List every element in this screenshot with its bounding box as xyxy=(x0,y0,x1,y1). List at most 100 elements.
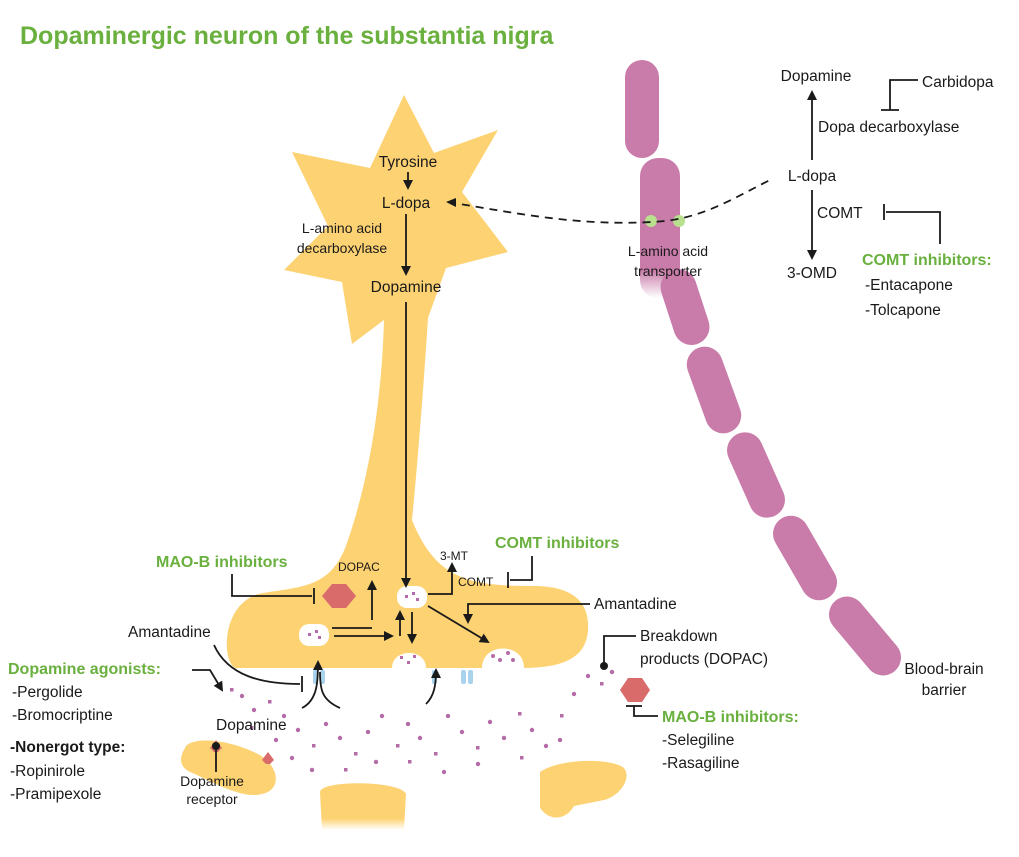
arrow xyxy=(427,605,490,644)
dopamine-molecule xyxy=(405,721,411,727)
mao-b-inhibitors-title: MAO-B inhibitors: xyxy=(662,709,799,726)
transporter-label: transporter xyxy=(634,263,702,279)
transporter-marker xyxy=(673,215,685,227)
inhibition-line xyxy=(510,556,533,581)
dopamine-agonists-title: Dopamine agonists: xyxy=(8,661,161,678)
dopa-decarboxylase-label: Dopa decarboxylase xyxy=(818,119,959,136)
ldopa-label: L-dopa xyxy=(382,195,431,212)
amantadine-label: Amantadine xyxy=(128,624,211,641)
mao-b-inhibitor-item: -Rasagiline xyxy=(662,755,740,772)
dopamine-molecule xyxy=(273,737,279,743)
dopamine-molecule xyxy=(379,713,385,719)
arrow xyxy=(428,568,453,595)
vesicle xyxy=(299,624,329,646)
vesicle-fusing xyxy=(482,648,524,668)
arrow xyxy=(467,603,590,618)
dopamine-molecule xyxy=(571,691,577,697)
dopamine-molecule xyxy=(445,713,451,719)
dopamine-molecule xyxy=(268,700,272,704)
dopamine-molecule xyxy=(543,743,549,749)
dopamine-molecule xyxy=(250,726,254,730)
mao-b-inhibitor-item: -Selegiline xyxy=(662,732,734,749)
dopamine-molecule xyxy=(230,688,234,692)
dopamine-molecule xyxy=(600,682,604,686)
nonergot-item: -Ropinirole xyxy=(10,763,85,780)
transporter-marker xyxy=(645,215,657,227)
dopamine-molecule xyxy=(281,713,287,719)
dopamine-molecule xyxy=(434,752,438,756)
neuron-body xyxy=(226,95,589,668)
page-title: Dopaminergic neuron of the substantia ni… xyxy=(20,22,554,50)
carbidopa-label: Carbidopa xyxy=(922,74,994,91)
transporter-label: L-amino acid xyxy=(628,243,708,259)
dopamine-molecule xyxy=(365,729,371,735)
enzyme-label: L-amino acid xyxy=(302,220,382,236)
comt-inhibitor-item: -Tolcapone xyxy=(865,302,941,319)
arrowhead xyxy=(447,562,457,572)
ldopa-transport-path xyxy=(447,179,771,224)
amantadine-label: Amantadine xyxy=(594,596,677,613)
comt-inhibitors-title: COMT inhibitors: xyxy=(862,252,992,269)
dopamine-molecule xyxy=(312,744,316,748)
reuptake-transporters xyxy=(313,670,473,684)
dopamine-molecule xyxy=(309,767,315,773)
periphery-dopamine-label: Dopamine xyxy=(781,68,852,85)
three-mt-label: 3-MT xyxy=(440,549,469,563)
dopamine-molecule xyxy=(585,673,591,679)
dopamine-molecule xyxy=(520,756,524,760)
reuptake-arrow xyxy=(425,668,441,705)
tyrosine-label: Tyrosine xyxy=(379,154,438,171)
mao-b-inhibitors-label: MAO-B inhibitors xyxy=(156,554,288,571)
comt-inhibitor-item: -Entacapone xyxy=(865,277,953,294)
dopamine-molecule xyxy=(251,707,257,713)
dopamine-molecule xyxy=(373,759,379,765)
reuptake-arrow xyxy=(319,671,341,709)
synaptic-cleft-dopamine xyxy=(230,669,615,775)
inhibition-line xyxy=(886,211,941,244)
reuptake-arrow xyxy=(301,660,323,709)
dopamine-molecule xyxy=(337,735,343,741)
dopamine-molecule xyxy=(529,727,535,733)
receptor-label: Dopamine xyxy=(180,773,244,789)
comt-label: COMT xyxy=(458,575,494,589)
mao-enzyme-icon xyxy=(620,678,650,702)
inhibition-line xyxy=(213,644,301,685)
inhibition-line xyxy=(231,574,312,597)
vesicle-contents xyxy=(308,592,515,664)
receptor-label: receptor xyxy=(186,791,238,807)
arrow xyxy=(192,669,224,692)
barrier-segment xyxy=(660,269,710,345)
pointer-line xyxy=(603,635,636,664)
inhibition-line xyxy=(633,706,658,717)
bbb-label: Blood-brain xyxy=(904,661,983,678)
dopamine-molecule xyxy=(557,737,563,743)
periphery-ldopa-label: L-dopa xyxy=(788,168,837,185)
dopamine-molecule xyxy=(487,719,493,725)
dopamine-molecule xyxy=(560,714,564,718)
dopamine-molecule xyxy=(354,752,358,756)
barrier-segment xyxy=(773,515,837,601)
dopamine-molecule xyxy=(441,769,447,775)
agonist-item: -Bromocriptine xyxy=(12,707,113,724)
pointer-dot xyxy=(212,742,220,750)
barrier-segment xyxy=(686,346,742,434)
dopamine-molecule xyxy=(501,735,507,741)
cleft-dopamine-label: Dopamine xyxy=(216,717,287,734)
omd-label: 3-OMD xyxy=(787,265,837,282)
dopac-label: DOPAC xyxy=(338,560,380,574)
blood-brain-barrier xyxy=(625,60,901,676)
arrowhead xyxy=(446,198,456,207)
dopamine-molecule xyxy=(475,761,481,767)
dopamine-label: Dopamine xyxy=(371,279,442,296)
postsynaptic-dendrites xyxy=(181,740,627,830)
comt-inhibitors-label: COMT inhibitors xyxy=(495,535,620,552)
dopamine-molecule xyxy=(459,729,465,735)
dopamine-molecule xyxy=(239,693,245,699)
dopamine-molecule xyxy=(609,669,615,675)
barrier-segment xyxy=(829,596,901,676)
periphery-comt-label: COMT xyxy=(817,205,863,222)
dopamine-molecule xyxy=(396,744,400,748)
enzyme-label: decarboxylase xyxy=(297,240,387,256)
dopamine-molecule xyxy=(518,712,522,716)
